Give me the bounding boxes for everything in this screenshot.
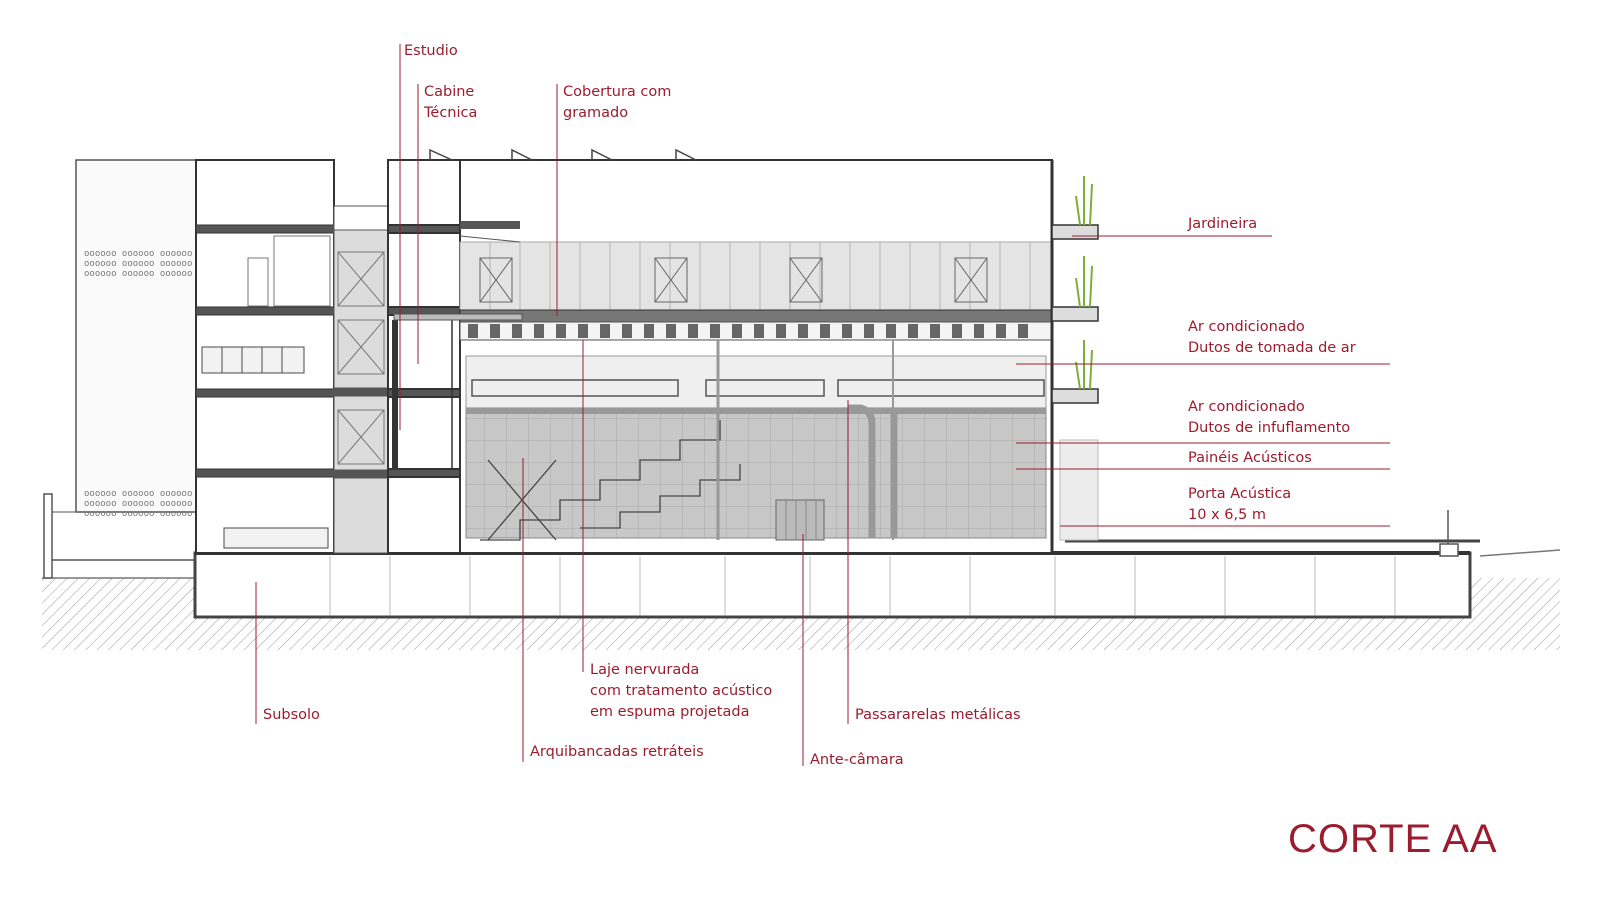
outdoor-rail	[1439, 510, 1459, 557]
label-ante-camara: Ante-câmara	[810, 752, 904, 768]
label-cobertura: Cobertura com gramado	[563, 84, 672, 121]
studio-tower	[387, 159, 461, 554]
left-facade: oooooo oooooo oooooo oooo oooooo oooooo …	[43, 159, 219, 579]
label-ar-infuflamento: Ar condicionado Dutos de infuflamento	[1188, 399, 1351, 436]
studio-hall	[393, 148, 1053, 554]
label-passarelas: Passararelas metálicas	[855, 707, 1021, 723]
label-porta: Porta Acústica 10 x 6,5 m	[1188, 486, 1292, 523]
label-arquibancadas: Arquibancadas retráteis	[530, 744, 704, 760]
leader-lines	[255, 44, 1390, 766]
svg-text:oooooo oooooo oooooo oooo: oooooo oooooo oooooo oooo	[84, 269, 219, 279]
label-laje: Laje nervurada com tratamento acústico e…	[590, 662, 773, 720]
planters	[1050, 160, 1099, 553]
label-cabine-tecnica: Cabine Técnica	[424, 84, 478, 121]
svg-text:oooooo oooooo oooooo oooo: oooooo oooooo oooooo oooo	[84, 499, 219, 509]
label-ar-tomada: Ar condicionado Dutos de tomada de ar	[1188, 319, 1356, 356]
drawing-title: CORTE AA	[1288, 817, 1498, 861]
stair-core	[333, 205, 389, 554]
svg-text:oooooo oooooo oooooo oooo: oooooo oooooo oooooo oooo	[84, 249, 219, 259]
label-estudio: Estudio	[404, 43, 458, 59]
office-block	[195, 159, 335, 554]
basement	[193, 539, 1480, 619]
svg-text:oooooo oooooo oooooo oooo: oooooo oooooo oooooo oooo	[84, 489, 219, 499]
svg-text:oooooo oooooo oooooo oooo: oooooo oooooo oooooo oooo	[84, 509, 219, 519]
label-subsolo: Subsolo	[263, 707, 320, 723]
label-jardineira: Jardineira	[1188, 216, 1258, 232]
label-paineis: Painéis Acústicos	[1188, 450, 1312, 466]
svg-text:oooooo oooooo oooooo oooo: oooooo oooooo oooooo oooo	[84, 259, 219, 269]
